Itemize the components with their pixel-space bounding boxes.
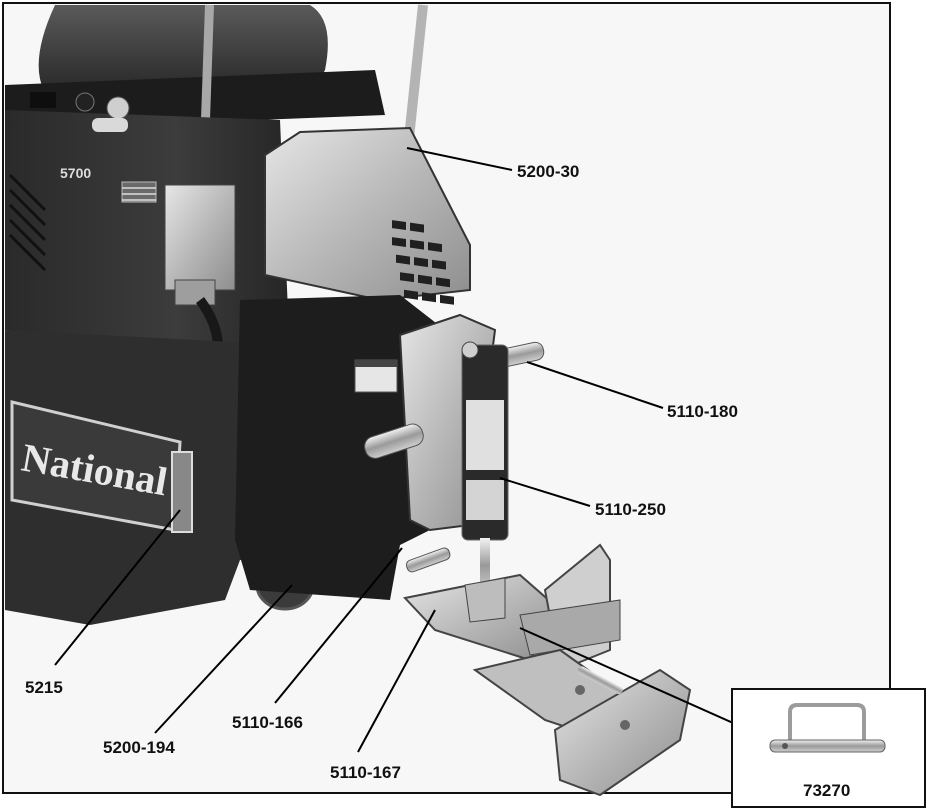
lynch-pin-loop	[788, 703, 866, 748]
callout-5110-167: 5110-167	[330, 763, 401, 782]
inset-label-73270: 73270	[803, 781, 850, 800]
handle-bar-right	[404, 4, 428, 135]
callout-5215: 5215	[25, 678, 63, 697]
cutting-blade	[553, 668, 692, 797]
warning-decal-stripe	[355, 360, 397, 367]
leader-5110-167	[357, 609, 436, 753]
callout-5110-166: 5110-166	[232, 713, 303, 732]
leader-5110-180	[526, 361, 664, 409]
callout-5110-180: 5110-180	[667, 402, 738, 421]
machine-body	[5, 110, 290, 360]
inset-box: 73270	[731, 688, 926, 808]
leader-lines	[54, 147, 761, 753]
lynch-pin-hole	[782, 743, 788, 749]
leader-73270	[519, 627, 761, 736]
pivot-pin-lower	[364, 423, 424, 459]
blade-bolt-2	[620, 720, 630, 730]
lynch-pin-shaft	[769, 739, 886, 753]
leader-5200-194	[154, 584, 293, 734]
body-vent	[8, 173, 47, 272]
leader-5200-30	[406, 147, 513, 171]
gas-spring-rod	[480, 538, 490, 593]
reflector	[171, 451, 193, 533]
model-number: 5700	[60, 165, 91, 181]
callout-5110-250: 5110-250	[595, 500, 666, 519]
blade-bolt	[575, 685, 585, 695]
clevis	[464, 577, 506, 623]
gas-spring-label-2	[466, 480, 504, 520]
leader-5110-166	[274, 547, 403, 704]
emergency-button	[106, 96, 130, 120]
locking-pin	[405, 547, 451, 573]
flag-stripes	[122, 187, 156, 201]
engine-cover	[264, 126, 471, 302]
gas-spring-label	[466, 400, 504, 470]
callout-5200-30: 5200-30	[517, 162, 579, 181]
gas-spring-eye	[461, 341, 479, 359]
cover-grille	[392, 220, 454, 305]
adjust-pin	[577, 666, 623, 695]
callout-5200-194: 5200-194	[103, 738, 175, 757]
leader-5215	[54, 509, 181, 666]
valve-fitting	[174, 279, 216, 306]
switch-box	[30, 92, 56, 108]
valve-block	[164, 184, 236, 291]
blade-bracket	[519, 599, 621, 656]
flag-decal	[121, 181, 157, 203]
gauge	[92, 118, 128, 132]
control-knob	[75, 92, 95, 112]
machine-illustration: 5700 National	[5, 4, 692, 797]
leader-5110-250	[499, 477, 591, 507]
